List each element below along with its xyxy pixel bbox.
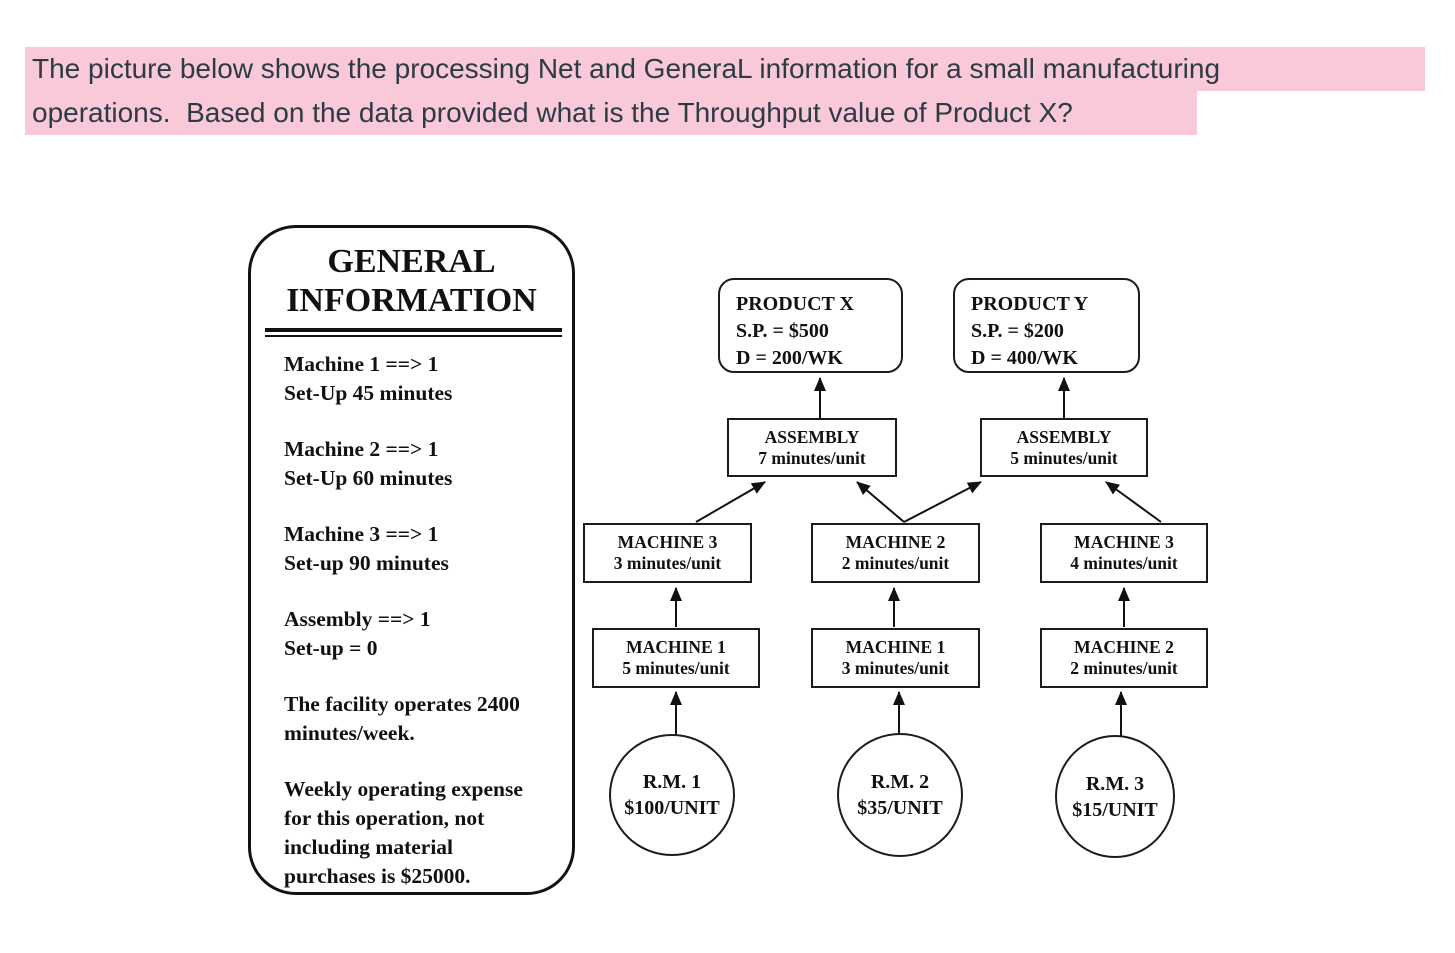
machine-1-left-rate: 5 minutes/unit	[622, 658, 730, 678]
info-line: including material	[284, 835, 454, 859]
machine-1-left-title: MACHINE 1	[626, 637, 726, 657]
general-information-panel: GENERAL INFORMATION Machine 1 ==> 1 Set-…	[248, 225, 575, 895]
info-line: Machine 1 ==> 1	[284, 352, 439, 376]
raw-material-1-node: R.M. 1 $100/UNIT	[609, 734, 735, 856]
info-line: for this operation, not	[284, 806, 485, 830]
product-x-demand: D = 200/WK	[736, 347, 843, 369]
info-assembly: Assembly ==> 1 Set-up = 0	[284, 605, 564, 663]
info-line: Weekly operating expense	[284, 777, 523, 801]
arrow-machine3-right-to-assembly-y	[1105, 481, 1162, 523]
info-machine-2: Machine 2 ==> 1 Set-Up 60 minutes	[284, 435, 564, 493]
question-line-2: operations. Based on the data provided w…	[25, 91, 1197, 135]
info-line: minutes/week.	[284, 721, 415, 745]
arrow-machine2-mid-to-assembly-x	[856, 481, 905, 523]
machine-2-mid-node: MACHINE 2 2 minutes/unit	[811, 523, 980, 583]
general-info-title-line1: GENERAL	[327, 243, 496, 280]
assembly-y-rate: 5 minutes/unit	[1010, 447, 1118, 468]
question-text: The picture below shows the processing N…	[25, 47, 1425, 135]
assembly-x-rate: 7 minutes/unit	[758, 447, 866, 468]
machine-1-mid-title: MACHINE 1	[845, 637, 946, 657]
general-info-items: Machine 1 ==> 1 Set-Up 45 minutes Machin…	[284, 350, 564, 891]
machine-3-right-node: MACHINE 3 4 minutes/unit	[1040, 523, 1208, 583]
assembly-x-node: ASSEMBLY 7 minutes/unit	[727, 418, 897, 477]
rm2-title: R.M. 2	[870, 771, 930, 793]
info-line: Set-Up 60 minutes	[284, 466, 453, 490]
machine-2-mid-rate: 2 minutes/unit	[841, 553, 950, 573]
machine-3-left-title: MACHINE 3	[617, 532, 718, 552]
machine-3-left-node: MACHINE 3 3 minutes/unit	[583, 523, 752, 583]
product-y-node: PRODUCT Y S.P. = $200 D = 400/WK	[953, 278, 1140, 373]
raw-material-3-node: R.M. 3 $15/UNIT	[1055, 735, 1175, 858]
machine-2-right-title: MACHINE 2	[1074, 637, 1174, 657]
assembly-x-title: ASSEMBLY	[764, 426, 860, 447]
product-y-demand: D = 400/WK	[971, 347, 1078, 369]
info-line: Set-Up 45 minutes	[284, 381, 453, 405]
machine-3-right-rate: 4 minutes/unit	[1070, 553, 1178, 573]
product-x-selling-price: S.P. = $500	[736, 320, 829, 342]
title-divider	[265, 328, 562, 337]
assembly-y-node: ASSEMBLY 5 minutes/unit	[980, 418, 1148, 477]
info-operating-expense: Weekly operating expense for this operat…	[284, 775, 564, 891]
info-line: Set-up = 0	[284, 636, 378, 660]
question-line-1: The picture below shows the processing N…	[25, 47, 1425, 91]
machine-3-right-title: MACHINE 3	[1074, 532, 1174, 552]
machine-3-left-rate: 3 minutes/unit	[613, 553, 722, 573]
machine-2-right-node: MACHINE 2 2 minutes/unit	[1040, 628, 1208, 688]
general-info-title-line2: INFORMATION	[286, 282, 537, 319]
rm1-title: R.M. 1	[642, 771, 702, 793]
machine-1-mid-rate: 3 minutes/unit	[841, 658, 950, 678]
info-line: Machine 3 ==> 1	[284, 522, 439, 546]
info-line: purchases is $25000.	[284, 864, 471, 888]
info-line: Assembly ==> 1	[284, 607, 431, 631]
rm3-title: R.M. 3	[1085, 772, 1145, 795]
rm2-cost: $35/UNIT	[857, 797, 943, 819]
product-x-title: PRODUCT X	[736, 293, 854, 315]
machine-2-right-rate: 2 minutes/unit	[1070, 658, 1178, 678]
info-facility-minutes: The facility operates 2400 minutes/week.	[284, 690, 564, 748]
arrow-machine3-left-to-assembly-x	[695, 481, 766, 523]
info-line: Set-up 90 minutes	[284, 551, 449, 575]
machine-2-mid-title: MACHINE 2	[845, 532, 946, 552]
info-machine-1: Machine 1 ==> 1 Set-Up 45 minutes	[284, 350, 564, 408]
info-line: The facility operates 2400	[284, 692, 520, 716]
general-information-title: GENERAL INFORMATION	[251, 242, 572, 320]
info-line: Machine 2 ==> 1	[284, 437, 439, 461]
rm3-cost: $15/UNIT	[1072, 798, 1158, 821]
rm1-cost: $100/UNIT	[624, 797, 720, 819]
product-y-selling-price: S.P. = $200	[971, 320, 1064, 342]
assembly-y-title: ASSEMBLY	[1016, 426, 1112, 447]
product-y-title: PRODUCT Y	[971, 293, 1089, 315]
machine-1-left-node: MACHINE 1 5 minutes/unit	[592, 628, 760, 688]
raw-material-2-node: R.M. 2 $35/UNIT	[837, 733, 963, 857]
machine-1-mid-node: MACHINE 1 3 minutes/unit	[811, 628, 980, 688]
arrow-machine2-mid-to-assembly-y	[903, 481, 982, 523]
info-machine-3: Machine 3 ==> 1 Set-up 90 minutes	[284, 520, 564, 578]
product-x-node: PRODUCT X S.P. = $500 D = 200/WK	[718, 278, 903, 373]
